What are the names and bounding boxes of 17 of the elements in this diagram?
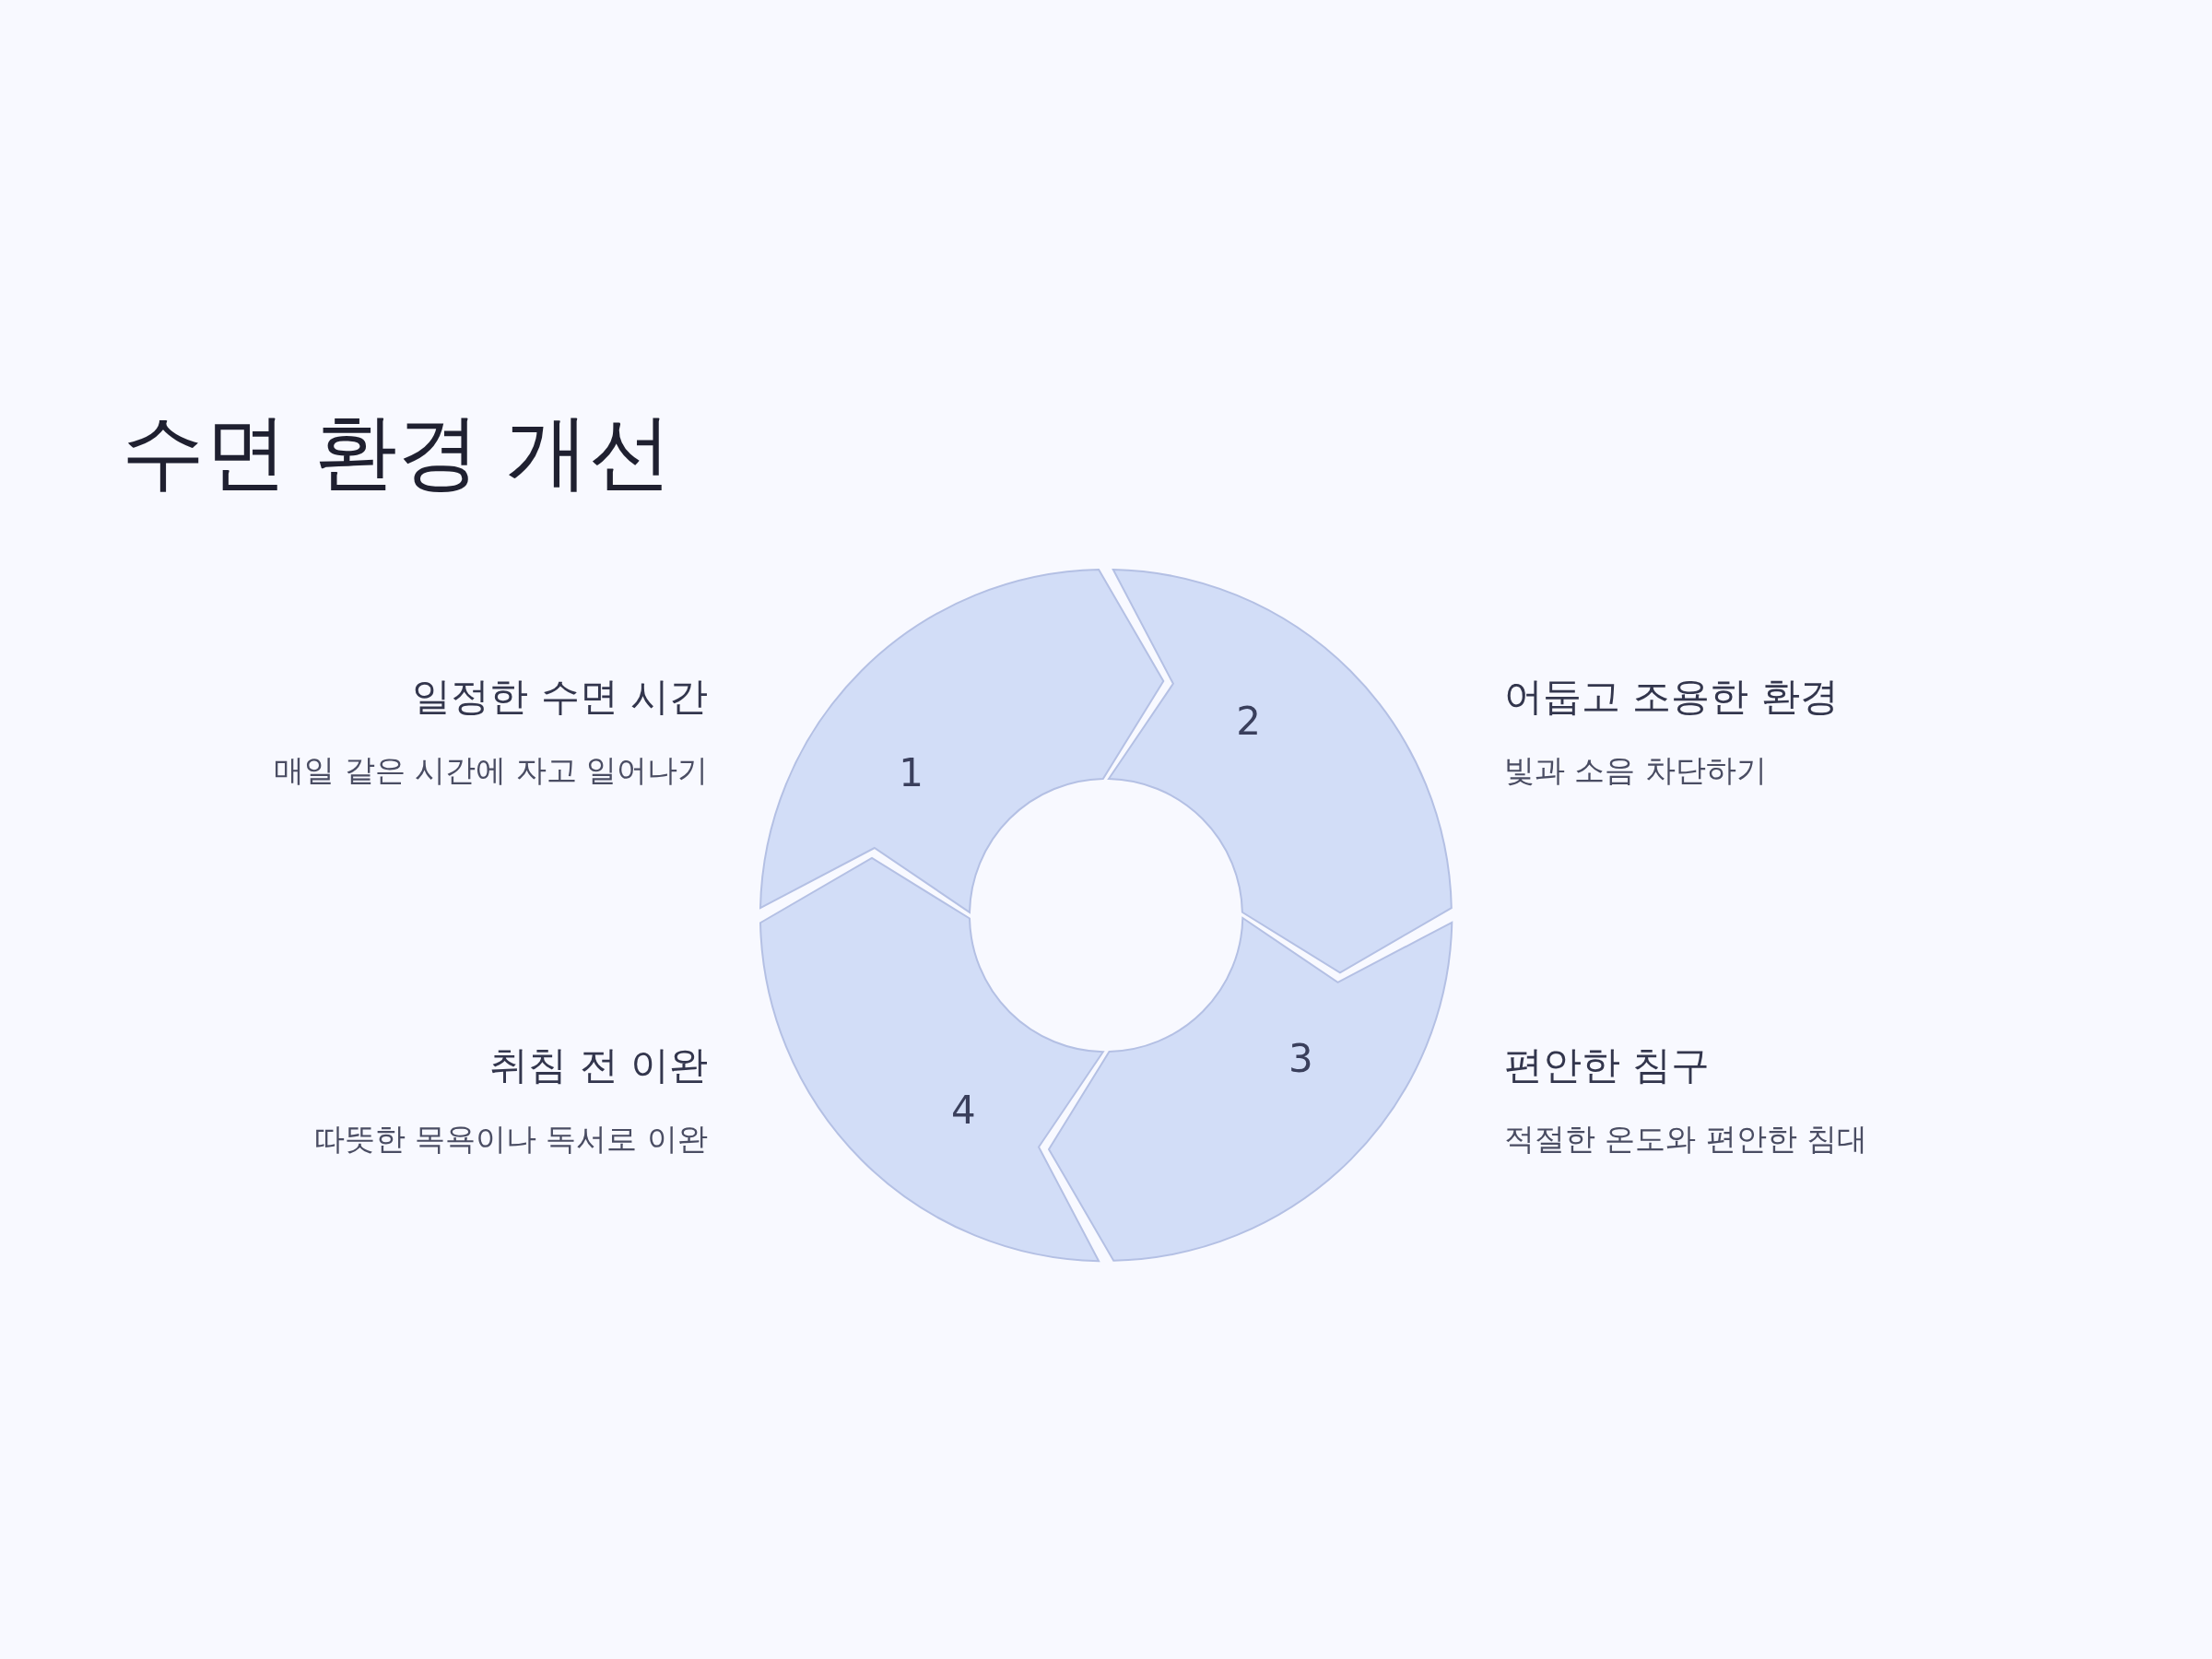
step-heading: 취침 전 이완: [489, 1041, 708, 1089]
step-number: 4: [950, 1087, 976, 1133]
step-number: 3: [1288, 1035, 1313, 1081]
step-description: 매일 같은 시간에 자고 일어나기: [274, 751, 708, 790]
step-number: 2: [1236, 698, 1262, 744]
diagram-title: 수면 환경 개선: [122, 402, 673, 501]
ring-segment: [1046, 916, 1453, 1263]
step-description: 적절한 온도와 편안한 침대: [1504, 1120, 1868, 1159]
step-number: 1: [899, 749, 924, 795]
step-description: 따뜻한 목욕이나 독서로 이완: [313, 1120, 708, 1159]
step-heading: 어둡고 조용한 환경: [1504, 673, 1839, 721]
ring-segment: [1107, 568, 1453, 975]
step-heading: 편안한 침구: [1504, 1041, 1711, 1089]
ring-segment: [759, 568, 1166, 914]
step-heading: 일정한 수면 시간: [412, 673, 708, 721]
step-description: 빛과 소음 차단하기: [1504, 751, 1767, 790]
ring-segment: [759, 855, 1105, 1263]
